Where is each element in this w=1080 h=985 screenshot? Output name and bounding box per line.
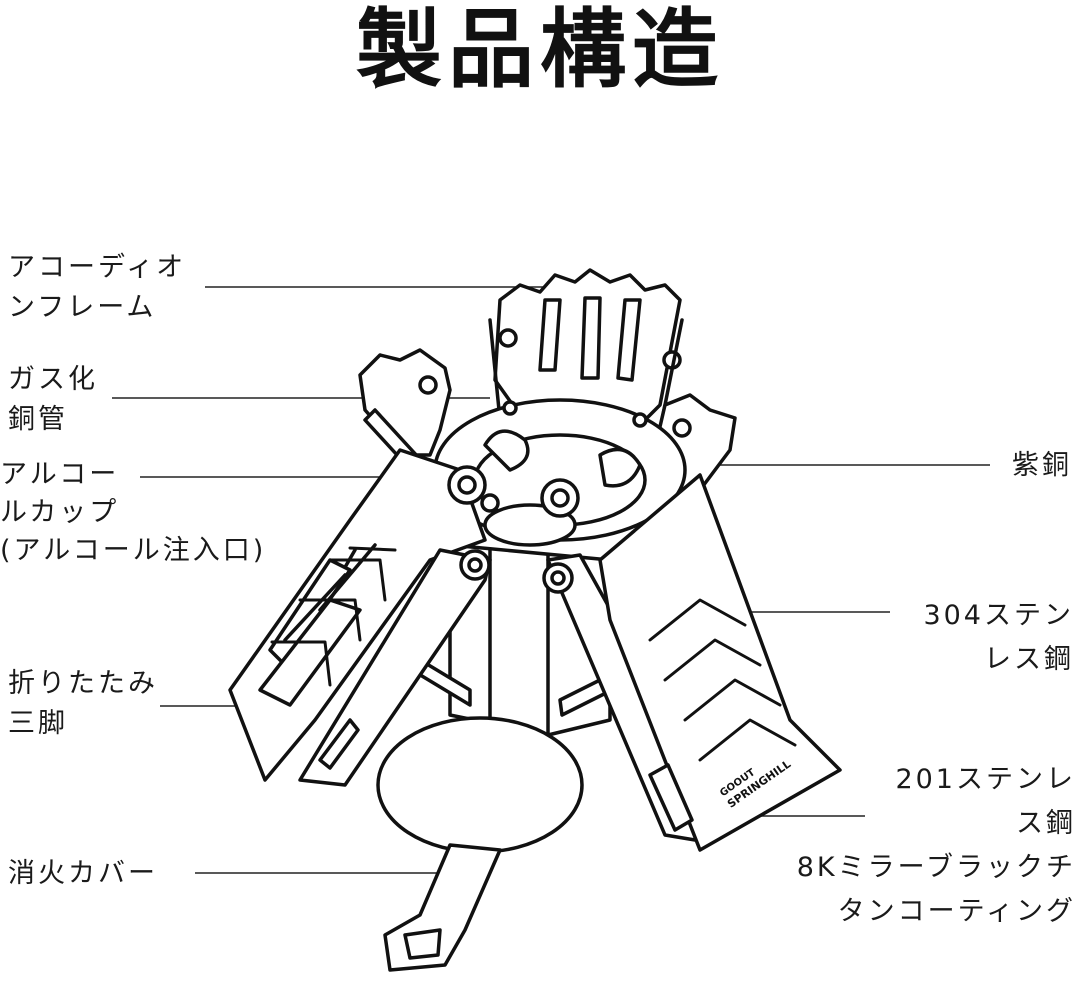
label-gas-tube: ガス化 銅管 (8, 360, 98, 440)
label-line: アコーディオ (8, 252, 187, 283)
right-folding-leg (542, 473, 842, 852)
label-line: 銅管 (8, 404, 68, 435)
page-title: 製品構造 (356, 0, 724, 100)
label-extinguisher-cover: 消火カバー (8, 854, 158, 894)
label-copper: 紫銅 (1012, 446, 1072, 486)
label-folding-tripod: 折りたたみ 三脚 (8, 664, 158, 744)
label-steel-304: 304ステン レス鋼 (923, 594, 1074, 682)
label-line: ルカップ (0, 497, 120, 528)
label-line: 8Kミラーブラックチ (796, 852, 1076, 883)
label-line: アルコー (0, 459, 120, 490)
label-steel-201: 201ステンレ ス鋼 8Kミラーブラックチ タンコーティング (797, 758, 1076, 934)
left-leg-chevrons (270, 546, 397, 687)
label-line: ス鋼 (1016, 808, 1076, 839)
label-line: 紫銅 (1012, 450, 1072, 481)
label-line: 消火カバー (8, 858, 158, 889)
extinguisher-cover (376, 716, 584, 972)
label-line: ンフレーム (8, 292, 157, 323)
label-line: 304ステン (923, 600, 1074, 631)
accordion-frame (488, 268, 684, 432)
label-accordion-frame: アコーディオ ンフレーム (8, 248, 186, 328)
label-line: タンコーティング (837, 896, 1076, 927)
label-line: ガス化 (8, 364, 98, 395)
right-leg-chevrons (648, 598, 797, 762)
label-line: (アルコール注入口) (0, 535, 267, 566)
label-line: 折りたたみ (8, 668, 158, 699)
label-line: 三脚 (8, 708, 68, 739)
hinge-joints (447, 465, 580, 518)
label-line: 201ステンレ (895, 764, 1076, 795)
label-alcohol-cup: アルコー ルカップ (アルコール注入口) (0, 456, 266, 570)
label-line: レス鋼 (984, 644, 1074, 675)
